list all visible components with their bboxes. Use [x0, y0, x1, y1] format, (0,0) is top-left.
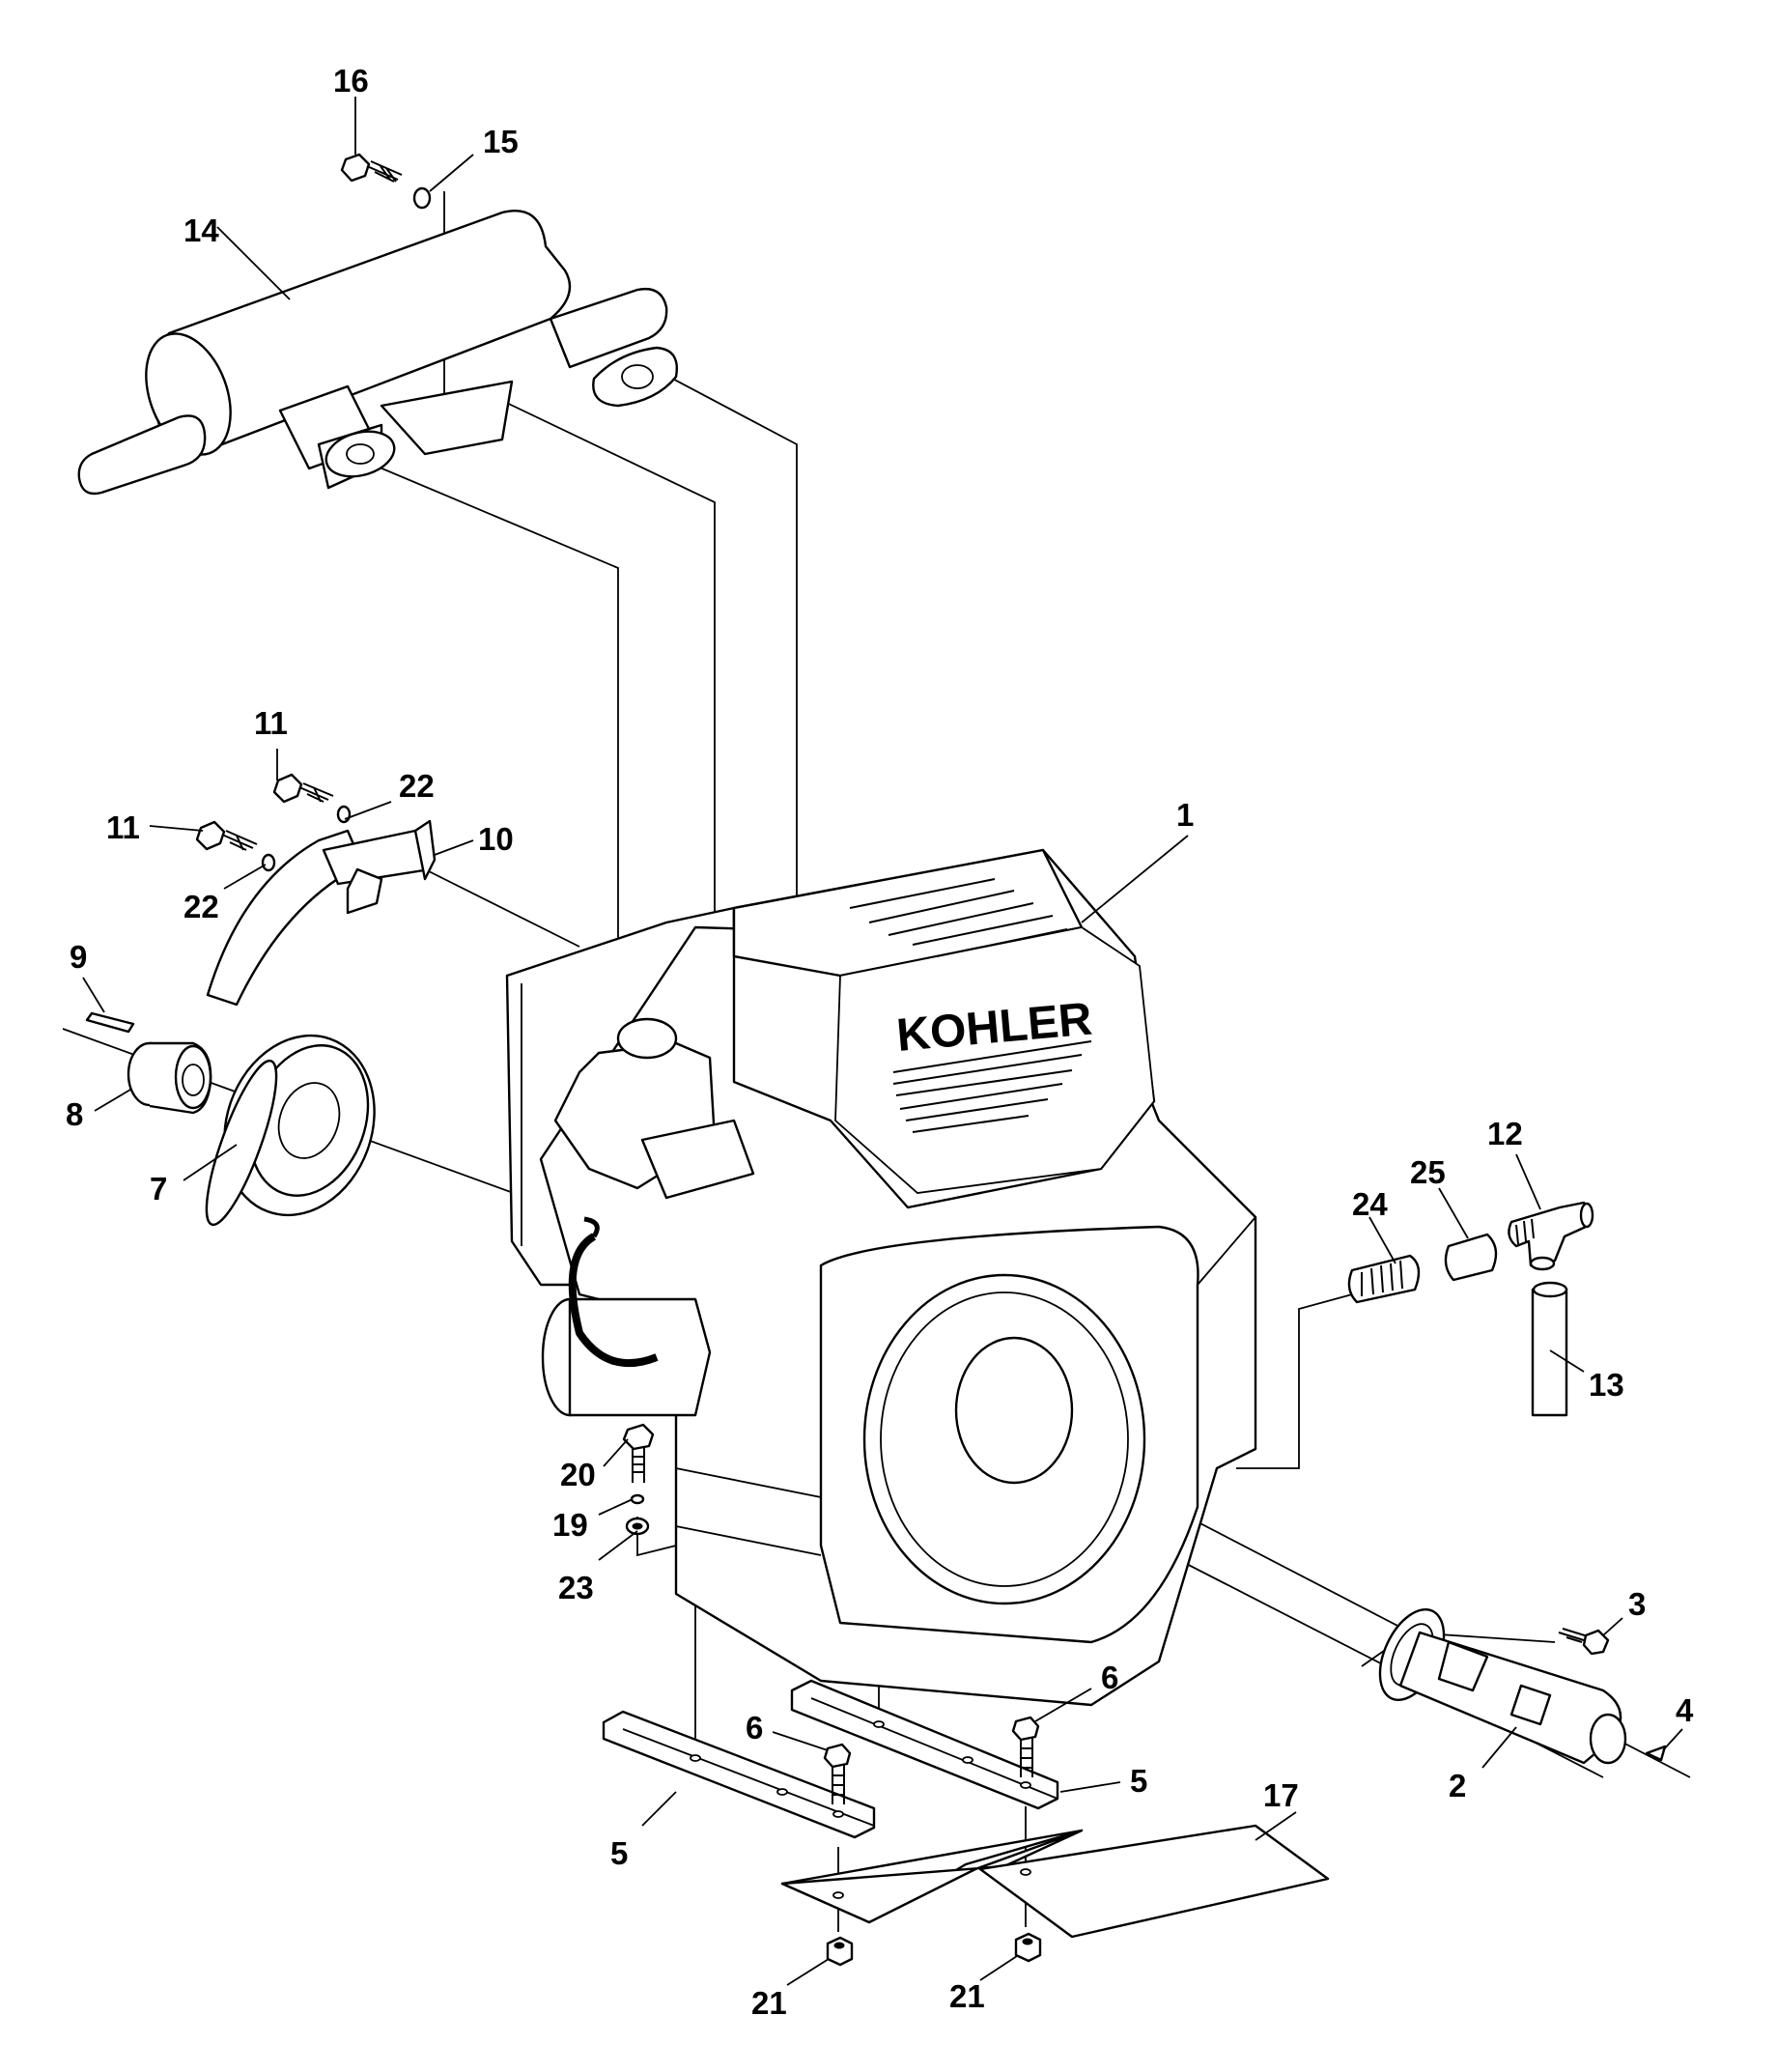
callout-20: 20: [560, 1457, 596, 1492]
bolt-20: [622, 1423, 655, 1483]
rail-5a: [602, 1710, 876, 1839]
engine-body: [505, 848, 1257, 1707]
drive-bracket-2: [1378, 1607, 1627, 1765]
nut-21b: [1014, 1932, 1042, 1963]
bolt-16: [340, 153, 432, 210]
callout-15: 15: [483, 124, 519, 159]
callout-21a: 21: [751, 1985, 787, 2021]
key-4: [1645, 1745, 1667, 1762]
bolt-11b: [195, 820, 276, 872]
callout-7: 7: [150, 1171, 167, 1206]
bolt-3: [1558, 1628, 1610, 1656]
callout-5a: 5: [610, 1835, 628, 1871]
fitting-24: [1347, 1254, 1421, 1304]
callout-13: 13: [1589, 1367, 1624, 1403]
pulley-7: [205, 1034, 376, 1227]
callout-2: 2: [1449, 1768, 1466, 1803]
muffler: [77, 210, 678, 496]
bolt-6a: [823, 1743, 852, 1804]
callout-25: 25: [1410, 1154, 1446, 1190]
callout-10: 10: [478, 821, 514, 857]
callout-16: 16: [333, 63, 369, 99]
callout-14: 14: [183, 213, 219, 248]
callout-9: 9: [70, 939, 87, 975]
callout-6b: 6: [1101, 1660, 1118, 1695]
callout-5b: 5: [1130, 1763, 1147, 1799]
callout-24: 24: [1352, 1186, 1388, 1222]
rail-5b: [790, 1679, 1059, 1810]
callout-11a: 11: [106, 809, 140, 845]
callout-22b: 22: [183, 889, 219, 924]
callout-19: 19: [552, 1507, 588, 1543]
callout-4: 4: [1676, 1692, 1694, 1728]
callout-1: 1: [1176, 797, 1194, 833]
tee-12: [1508, 1201, 1594, 1271]
key-9: [85, 1011, 135, 1034]
callout-17: 17: [1263, 1777, 1299, 1813]
callout-6a: 6: [746, 1710, 763, 1746]
belt-guard: [206, 819, 437, 1007]
callout-labels: 1 2 3 4 5 5 6 6 7 8 9 10 11 11 12 13 14 …: [66, 63, 1694, 2021]
hose-13: [1531, 1281, 1568, 1417]
shim-17: [780, 1824, 1330, 1939]
nut-21a: [826, 1936, 854, 1967]
callout-8: 8: [66, 1096, 83, 1132]
callout-23: 23: [558, 1570, 594, 1605]
callout-21b: 21: [949, 1978, 985, 2014]
callout-3: 3: [1628, 1586, 1646, 1622]
callout-12: 12: [1487, 1116, 1523, 1151]
washer-23: [625, 1517, 650, 1536]
bolt-11a: [272, 773, 352, 824]
bolt-6b: [1011, 1716, 1040, 1777]
callout-11b: 11: [254, 705, 288, 741]
sleeve-25: [1444, 1233, 1498, 1282]
callout-leaders: [82, 97, 1683, 1986]
callout-22a: 22: [399, 768, 435, 804]
bushing-8: [127, 1041, 212, 1115]
washer-19: [630, 1493, 645, 1505]
